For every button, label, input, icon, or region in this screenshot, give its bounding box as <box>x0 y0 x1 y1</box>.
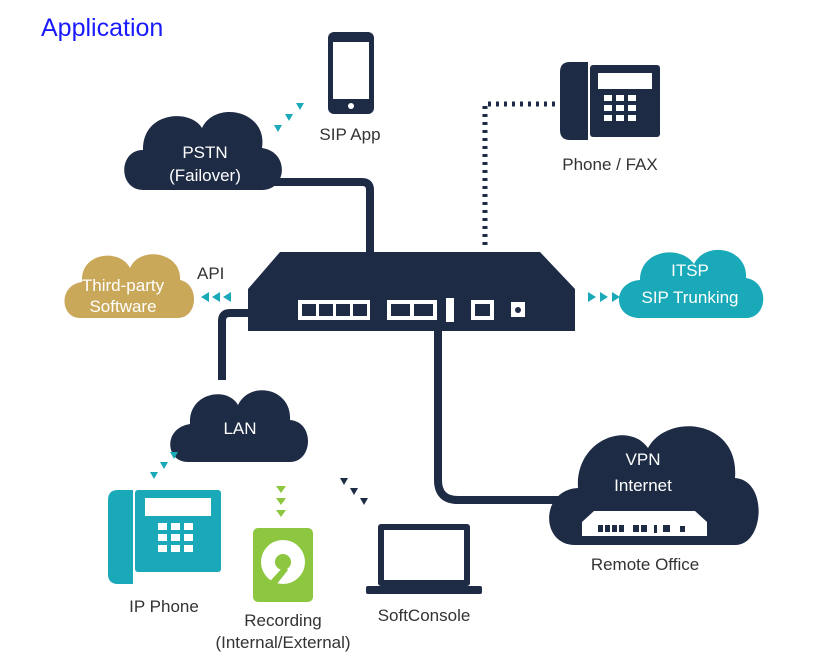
recording-sublabel: (Internal/External) <box>215 633 350 652</box>
softconsole-arrows-icon <box>340 478 368 505</box>
vpn-cloud: VPN Internet <box>549 426 759 545</box>
pstn-sublabel: (Failover) <box>169 166 241 185</box>
vpn-label: VPN <box>626 450 661 469</box>
itsp-cloud: ITSP SIP Trunking <box>619 249 764 318</box>
page-title: Application <box>41 14 164 42</box>
link-lan <box>218 309 258 380</box>
phone-fax-label: Phone / FAX <box>562 155 657 174</box>
lan-label: LAN <box>223 419 256 438</box>
lan-cloud: LAN <box>170 390 309 462</box>
softconsole-label: SoftConsole <box>378 606 471 625</box>
itsp-label: ITSP <box>671 261 709 280</box>
itsp-sublabel: SIP Trunking <box>641 288 738 307</box>
link-phone-fax <box>482 101 565 245</box>
pstn-cloud: PSTN (Failover) <box>124 111 282 190</box>
link-vpn <box>434 328 560 504</box>
vpn-sublabel: Internet <box>614 476 672 495</box>
recording-arrows-icon <box>276 486 286 517</box>
link-pstn <box>265 178 374 258</box>
third-party-label: Third-party <box>82 276 165 295</box>
itsp-arrows-icon <box>588 292 620 302</box>
third-party-cloud: Third-party Software <box>64 254 195 318</box>
desk-phone-icon <box>560 62 660 140</box>
remote-pbx-icon <box>582 511 707 536</box>
hard-drive-icon <box>253 528 313 602</box>
remote-office-label: Remote Office <box>591 555 699 574</box>
wireless-arrows-icon <box>274 103 304 132</box>
api-label: API <box>197 264 224 283</box>
ip-phone-icon <box>108 490 221 584</box>
ip-phone-arrows-icon <box>150 452 178 479</box>
pstn-label: PSTN <box>182 143 227 162</box>
sip-app-label: SIP App <box>319 125 380 144</box>
laptop-icon <box>366 524 482 594</box>
api-arrows-icon <box>201 292 231 302</box>
third-party-sublabel: Software <box>89 297 156 316</box>
smartphone-icon <box>328 32 374 114</box>
recording-label: Recording <box>244 611 322 630</box>
ip-phone-label: IP Phone <box>129 597 199 616</box>
pbx-appliance-icon <box>248 252 575 331</box>
